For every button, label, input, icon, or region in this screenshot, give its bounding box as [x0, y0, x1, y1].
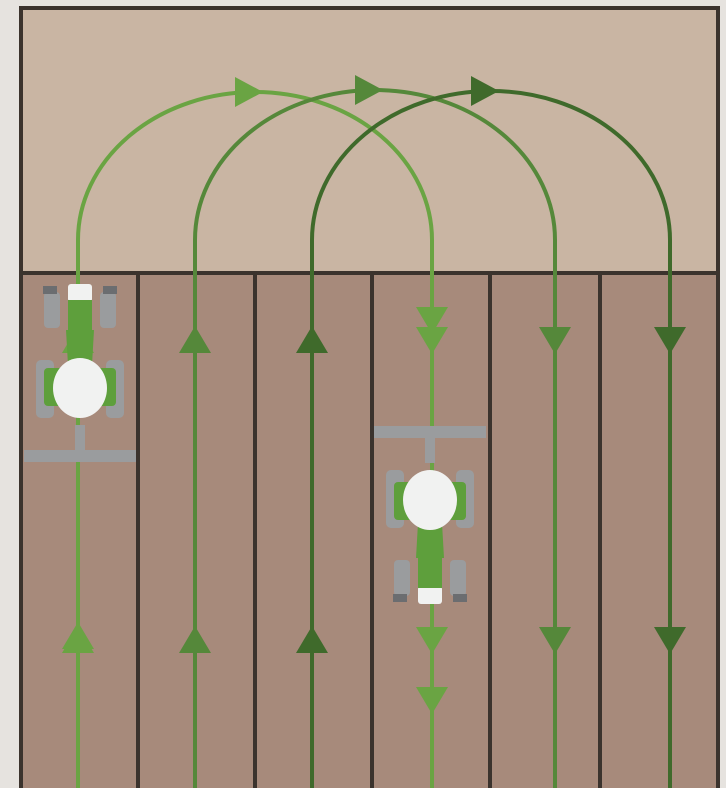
- tractor-nose: [68, 284, 92, 302]
- field-area: [20, 273, 718, 788]
- turning-path-3: [296, 76, 686, 788]
- field-border: [19, 6, 720, 788]
- arrow-down-icon: [416, 327, 448, 354]
- arrow-down-icon: [654, 327, 686, 354]
- tractor-icon-2: [374, 426, 486, 604]
- tractor-icon-1: [24, 284, 136, 462]
- headland-area: [20, 7, 718, 273]
- arrow-down-icon: [654, 627, 686, 654]
- arrow-up-icon: [179, 326, 211, 353]
- front-wheel-left: [44, 292, 60, 328]
- arrow-down-icon: [539, 327, 571, 354]
- arrow-down-icon: [416, 687, 448, 714]
- arrow-right-icon: [355, 75, 383, 105]
- implement-bar: [374, 426, 486, 438]
- turning-path-2: [179, 75, 571, 788]
- arrow-down-icon: [416, 307, 448, 334]
- front-wheel-right: [394, 560, 410, 596]
- implement-hitch: [75, 425, 85, 453]
- tread-mark: [453, 594, 467, 602]
- arrow-up-icon: [296, 326, 328, 353]
- arrow-down-icon: [539, 627, 571, 654]
- tread-mark: [393, 594, 407, 602]
- tractor-hood-front: [68, 300, 92, 330]
- tread-mark: [103, 286, 117, 294]
- arrow-down-icon: [416, 627, 448, 654]
- tractor-cab-roof: [403, 470, 457, 530]
- implement-bar: [24, 450, 136, 462]
- implement-hitch: [425, 435, 435, 463]
- tractor-cab-roof: [53, 358, 107, 418]
- arrow-right-icon: [235, 77, 263, 107]
- tractor-nose: [418, 586, 442, 604]
- tractor-hood-front: [418, 558, 442, 588]
- front-wheel-left: [450, 560, 466, 596]
- arrow-up-icon: [62, 622, 94, 649]
- tractor-hood: [416, 523, 444, 558]
- tractor-hood: [66, 330, 94, 365]
- front-wheel-right: [100, 292, 116, 328]
- arrow-right-icon: [471, 76, 499, 106]
- tread-mark: [43, 286, 57, 294]
- arrow-up-icon: [179, 626, 211, 653]
- arrow-up-icon: [296, 626, 328, 653]
